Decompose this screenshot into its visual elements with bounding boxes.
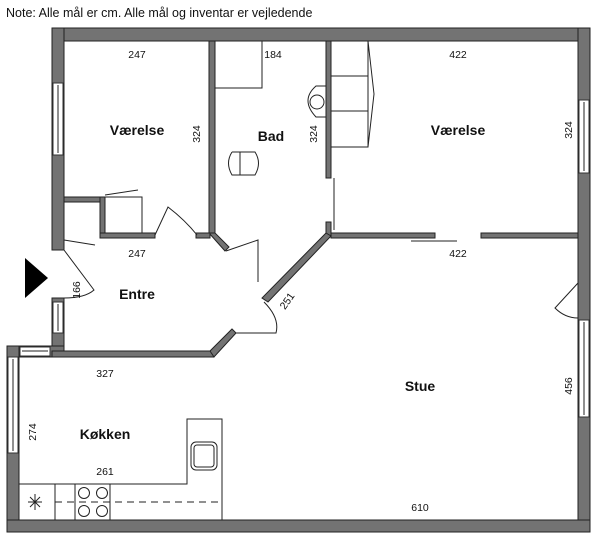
walls	[6, 27, 591, 533]
toilet-icon	[228, 151, 259, 176]
dim-entre-depth: 166	[71, 281, 83, 299]
room-label-stue: Stue	[405, 378, 436, 394]
dim-bad-depth: 324	[308, 125, 320, 143]
bathtub	[214, 40, 263, 89]
closet	[104, 196, 143, 234]
fridge-icon	[28, 494, 42, 510]
windows	[7, 82, 590, 454]
room-label-vaerelse-2: Værelse	[431, 122, 486, 138]
dim-kokken-top-width: 327	[96, 368, 114, 380]
kitchen-sink-icon	[190, 441, 218, 471]
dim-stue-depth: 456	[563, 377, 575, 395]
dim-vaerelse-1-depth: 324	[191, 125, 203, 143]
dim-entre-width: 247	[128, 248, 146, 260]
entrance-arrow-icon	[25, 258, 48, 298]
dim-vaerelse-2-width: 422	[449, 49, 467, 61]
dim-kokken-width: 261	[96, 466, 114, 478]
dim-stue-width: 610	[411, 502, 429, 514]
dim-vaerelse-2-depth: 324	[563, 121, 575, 139]
bathroom-sink-icon	[307, 85, 327, 118]
room-label-entre: Entre	[119, 286, 155, 302]
room-label-kokken: Køkken	[80, 426, 131, 442]
furniture	[19, 40, 375, 520]
dim-stue-top-width: 422	[449, 248, 467, 260]
dim-vaerelse-1-width: 247	[128, 49, 146, 61]
floorplan-note: Note: Alle mål er cm. Alle mål og invent…	[6, 6, 313, 20]
doors	[25, 178, 579, 334]
room-label-vaerelse-1: Værelse	[110, 122, 165, 138]
dim-entre-diagonal: 251	[278, 291, 298, 312]
dim-bad-width: 184	[264, 49, 282, 61]
stove-icon	[78, 487, 108, 517]
labels: Værelse 247 324 Bad 184 324 Værelse 422 …	[27, 49, 575, 514]
room-label-bad: Bad	[258, 128, 284, 144]
dim-kokken-depth: 274	[27, 423, 39, 441]
